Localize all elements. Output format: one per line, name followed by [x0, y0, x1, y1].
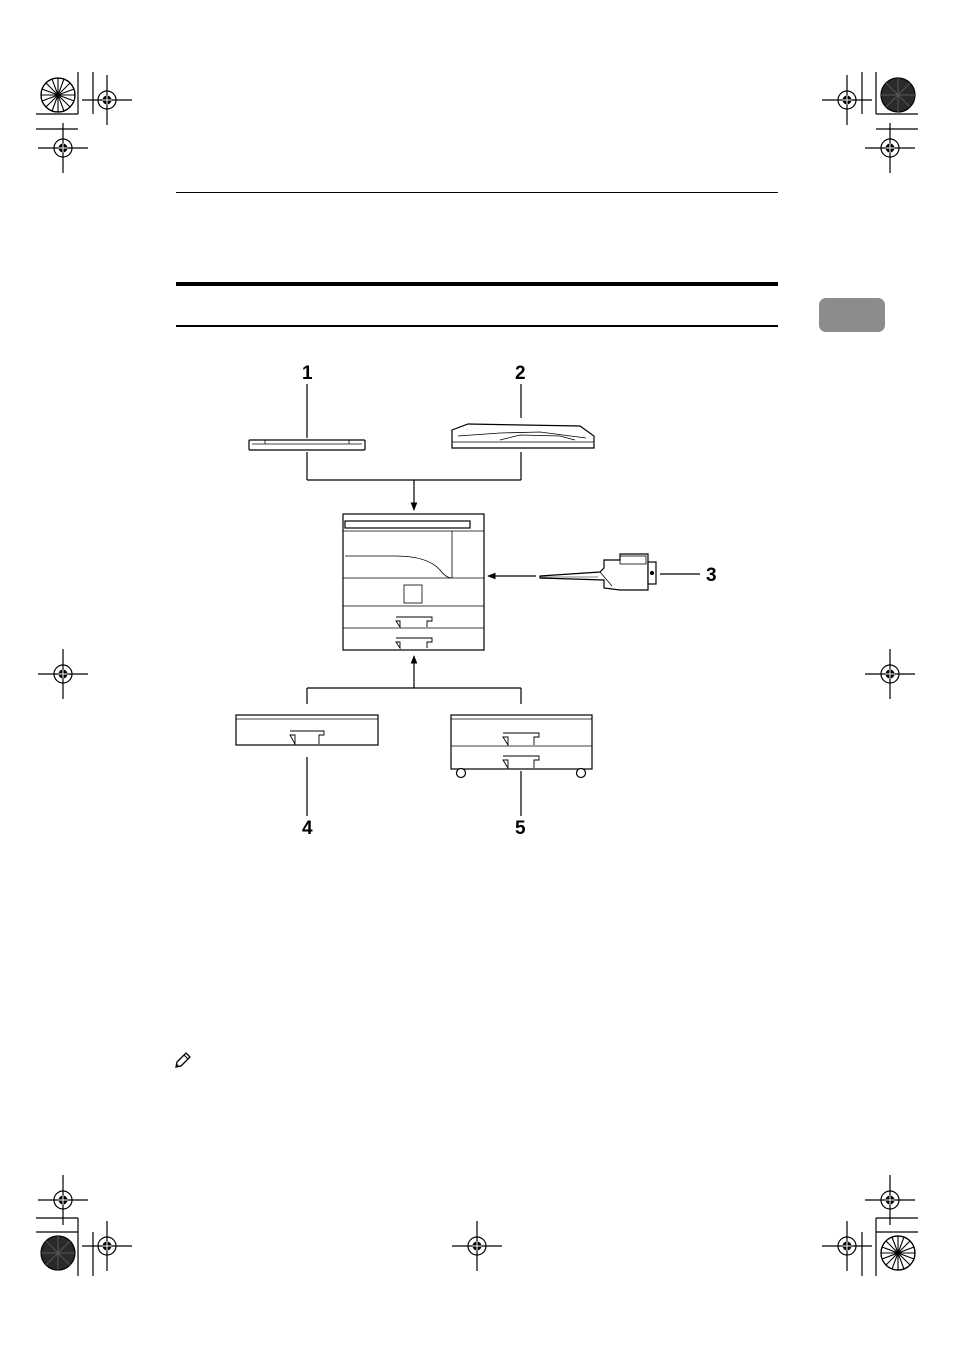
- callout-4: 4: [302, 819, 313, 838]
- connector-top: [307, 452, 521, 510]
- callout-5: 5: [515, 819, 526, 838]
- callout-1: 1: [302, 364, 313, 383]
- corner-marks: [36, 72, 918, 1276]
- platen-cover-illustration: [249, 440, 365, 450]
- crosshair-target-icon: [38, 75, 915, 1271]
- main-unit-illustration: [343, 514, 484, 650]
- color-calibration-wheel-icon: [41, 78, 915, 1270]
- finisher-illustration: [540, 554, 656, 590]
- callout-2: 2: [515, 364, 526, 383]
- callout-3: 3: [706, 566, 717, 585]
- pencil-note-icon: [173, 1050, 193, 1070]
- adf-illustration: [452, 424, 594, 448]
- paper-tray-unit-illustration: [236, 715, 378, 745]
- large-capacity-tray-illustration: [451, 715, 592, 778]
- connector-bottom: [307, 656, 521, 704]
